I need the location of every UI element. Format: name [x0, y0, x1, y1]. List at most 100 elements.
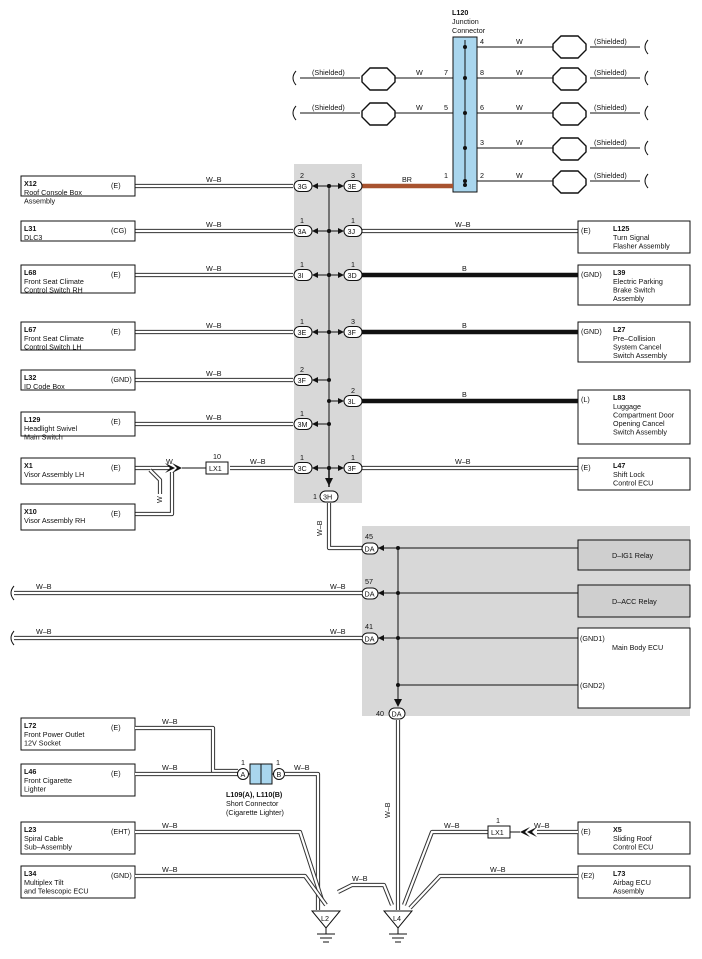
da-label: DA [365, 635, 375, 644]
diagram-line: W–B [206, 413, 222, 422]
left-conn-pin: 1 [300, 317, 304, 326]
component-name: Airbag ECU [613, 878, 651, 887]
component-name: Electric Parking [613, 277, 663, 286]
component-code: X10 [24, 507, 37, 516]
diagram-shape [577, 457, 691, 491]
diagram-shape [20, 411, 136, 437]
diagram-line [396, 546, 400, 550]
right-conn-label: 3E [348, 182, 357, 191]
component-terminal: (E2) [581, 871, 595, 880]
component-terminal: (E) [111, 723, 121, 732]
diagram-shape [327, 378, 331, 382]
wire-label-wb: W–B [315, 520, 324, 536]
l120-pin-2: 2 [480, 171, 484, 180]
component-name: DLC3 [24, 233, 42, 242]
wire-label-w: W [166, 457, 173, 466]
wire-label-wb: W–B [490, 865, 506, 874]
diagram-line [172, 463, 182, 473]
diagram-line [463, 179, 467, 183]
diagram-line: W–B [206, 321, 222, 330]
right-conn-pin: 3 [351, 171, 355, 180]
diagram-line [135, 472, 174, 516]
diagram-line [285, 772, 320, 910]
connector-3h [319, 490, 339, 503]
diagram-shape [312, 272, 318, 278]
l120-name-1: Junction [452, 17, 479, 26]
component-name: Luggage [613, 402, 641, 411]
diagram-line [135, 830, 324, 901]
short-conn-line2: Short Connector [226, 799, 279, 808]
component-name: Multiplex Tilt [24, 878, 64, 887]
diagram-line [396, 683, 400, 687]
component-name: Visor Assembly RH [24, 516, 85, 525]
left-wire-labels: W–B W–B W–B W–B W–B W–B W–B [206, 175, 266, 466]
diagram-line [394, 699, 402, 707]
diagram-line [463, 111, 467, 115]
diagram-shape [338, 228, 344, 234]
left-conn-label: 3E [298, 328, 307, 337]
diagram-line [396, 591, 400, 595]
wire-label-w: W [155, 496, 164, 503]
component-code: L27 [613, 325, 625, 334]
shielded-label: (Shielded) [594, 103, 627, 112]
main-body-ecu-label: Main Body ECU [612, 643, 663, 652]
shielded-label: (Shielded) [594, 37, 627, 46]
shielded-wires [292, 39, 649, 189]
da-pin: 45 [365, 532, 373, 541]
component-name: Assembly [24, 197, 56, 206]
da-label: DA [365, 545, 375, 554]
diagram-line [135, 873, 328, 907]
component-name: Spiral Cable [24, 834, 63, 843]
short-conn-n1: 1 [241, 758, 245, 767]
diagram-shape [20, 369, 136, 391]
wire-label-wb: W–B [162, 865, 178, 874]
diagram-line [10, 630, 15, 646]
component-code: L47 [613, 461, 625, 470]
component-name: Flasher Assembly [613, 242, 670, 251]
component-terminal: (E) [111, 327, 121, 336]
component-terminal: (L) [581, 395, 590, 404]
diagram-shape [20, 503, 136, 531]
da-label: DA [365, 590, 375, 599]
component-name: Assembly [613, 887, 645, 896]
wire-label-w: W [416, 103, 423, 112]
diagram-shape [327, 229, 331, 233]
wire-label-br: BR [402, 175, 412, 184]
diagram-line [463, 146, 467, 150]
component-name: Sub–Assembly [24, 843, 72, 852]
component-code: X5 [613, 825, 622, 834]
shielded-label: (Shielded) [312, 103, 345, 112]
component-name: Front Seat Climate [24, 277, 84, 286]
diagram-shape [327, 273, 331, 277]
component-name: Control ECU [613, 479, 653, 488]
wire-label-wb: W–B [162, 717, 178, 726]
component-name: Turn Signal [613, 233, 650, 242]
diagram-shape [338, 329, 344, 335]
wire-label-w: W [516, 103, 523, 112]
component-name: Lighter [24, 785, 47, 794]
right-wires [362, 183, 578, 471]
diagram-line [463, 76, 467, 80]
diagram-shape [577, 821, 691, 855]
component-name: Pre–Collision [613, 334, 655, 343]
component-terminal: (GND) [581, 327, 602, 336]
lx1-lower-pin: 1 [496, 816, 500, 825]
diagram-line [382, 910, 414, 929]
component-name: Switch Assembly [613, 428, 667, 437]
lx1-label: LX1 [209, 464, 222, 473]
junction-taps [463, 45, 467, 187]
gnd1-label: (GND1) [580, 634, 605, 643]
lx1-lower-label: LX1 [491, 828, 504, 837]
right-conn-pin: 3 [351, 317, 355, 326]
component-name: Control Switch LH [24, 343, 82, 352]
diagram-line [135, 874, 327, 906]
left-conn-pin: 1 [300, 453, 304, 462]
component-name: Switch Assembly [613, 351, 667, 360]
